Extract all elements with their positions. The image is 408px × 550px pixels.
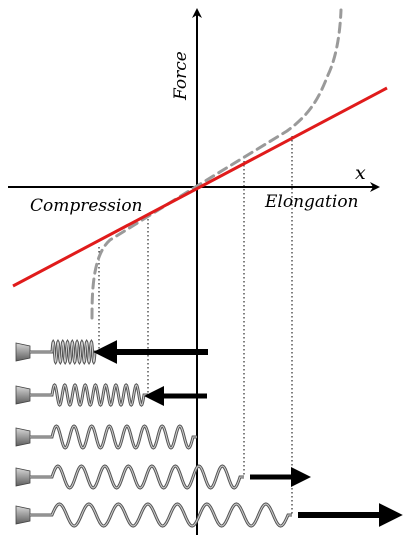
- spring-coil-highlight: [30, 465, 244, 489]
- real-behavior-curve: [90, 8, 343, 320]
- spring-row-compression: [15, 383, 207, 407]
- compression-label: Compression: [30, 196, 143, 216]
- spring-row-rest: [15, 424, 197, 450]
- elongation-label: Elongation: [264, 192, 359, 212]
- spring-coil-highlight: [30, 503, 292, 527]
- spring-coil: [30, 502, 292, 528]
- spring-row-elongation: [15, 464, 311, 490]
- projection-lines: [98, 136, 293, 515]
- wall-mount: [15, 385, 31, 405]
- wall-mount: [15, 342, 31, 362]
- wall-mount: [15, 427, 31, 447]
- spring-coil-highlight: [30, 425, 197, 449]
- wall-mount: [15, 467, 31, 487]
- y-axis-label: Force: [171, 51, 191, 101]
- linear-law-line: [12, 86, 388, 288]
- spring-coil-highlight: [30, 340, 99, 364]
- spring-row-strong-compression: [15, 338, 208, 366]
- x-axis-label: x: [355, 162, 366, 184]
- spring-coil-highlight: [30, 384, 148, 406]
- wall-mount: [15, 505, 31, 525]
- spring-row-strong-elongation: [15, 502, 403, 528]
